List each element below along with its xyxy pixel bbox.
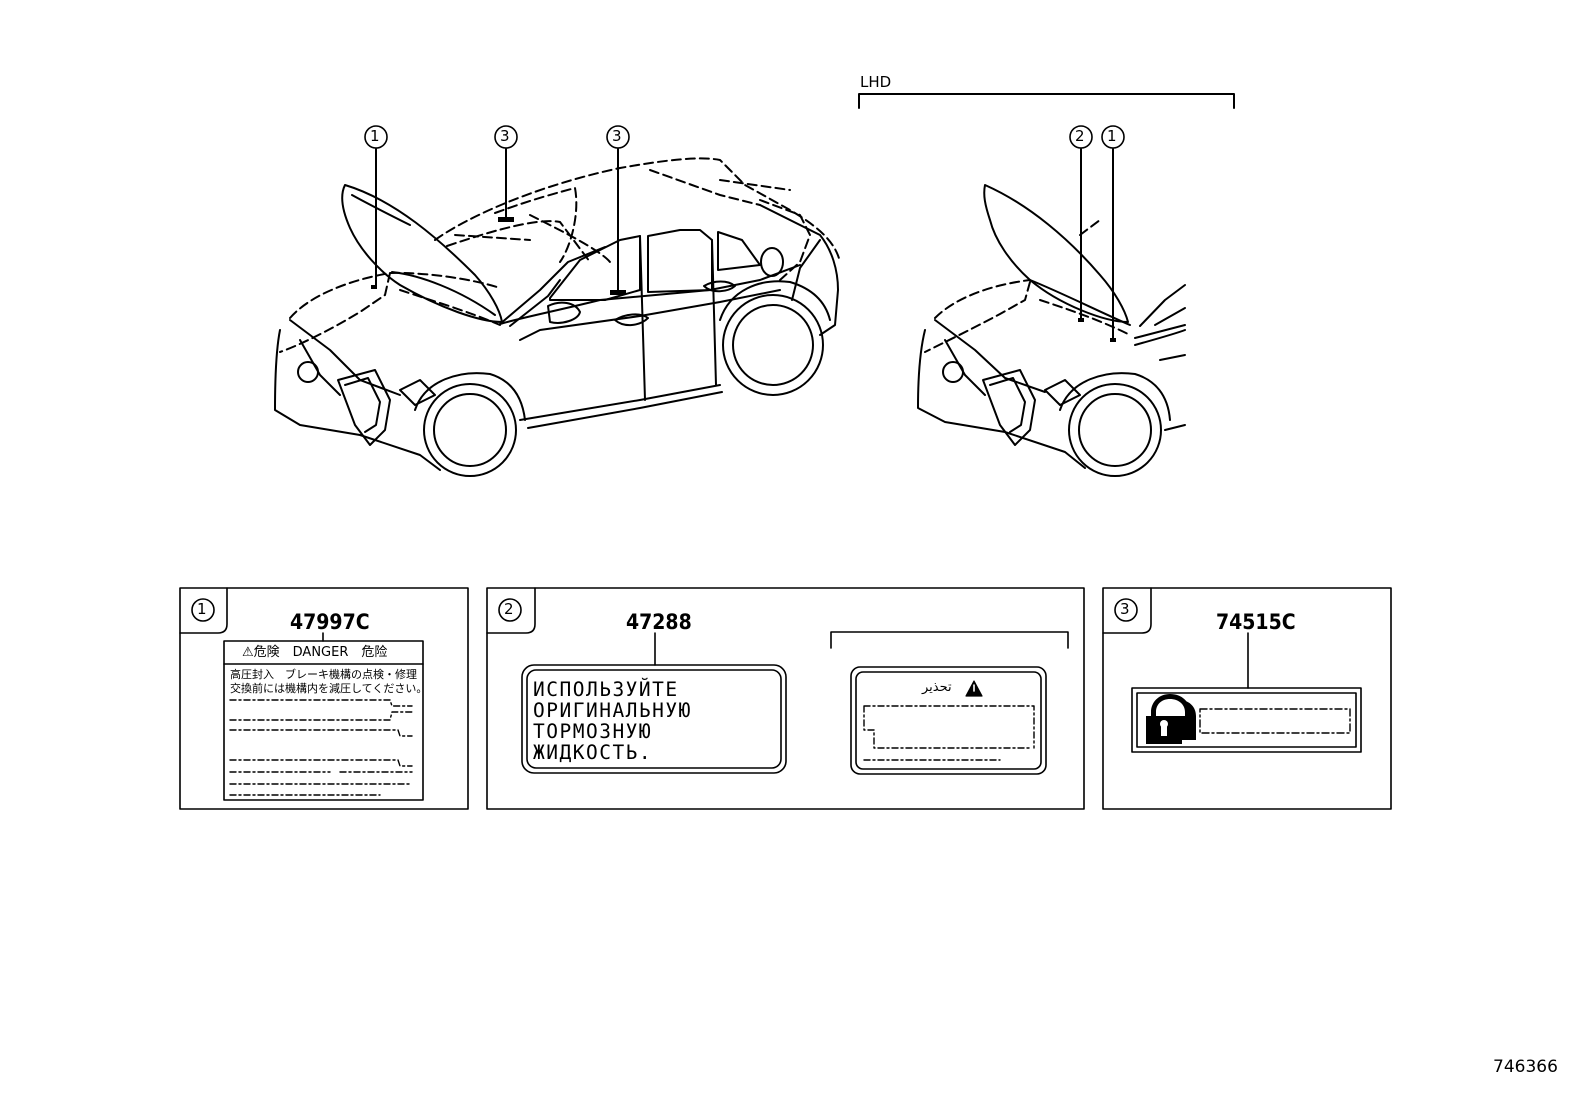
- arabic-warning-header: تحذير: [922, 680, 952, 695]
- part-number-47997c: 47997C: [290, 610, 370, 634]
- callout-1-main: 1: [370, 127, 380, 145]
- panel-1-callout: 1: [197, 600, 207, 618]
- callout-circles: [364, 125, 1125, 149]
- danger-label-line-1: 高圧封入 ブレーキ機構の点検・修理: [230, 668, 417, 681]
- part-number-47288: 47288: [626, 610, 692, 634]
- callout-3-door: 3: [612, 127, 622, 145]
- danger-label-header: ⚠危険 DANGER 危险: [242, 645, 388, 660]
- part-number-74515c: 74515C: [1216, 610, 1296, 634]
- brake-fluid-label-line-2: ОРИГИНАЛЬНУЮ: [533, 699, 692, 722]
- label-47288-drawing: [521, 631, 1069, 775]
- brake-fluid-label-line-3: ТОРМОЗНУЮ: [533, 720, 653, 743]
- danger-label-line-2: 交換前には機構内を減圧してください。: [230, 682, 428, 695]
- vehicle-full-view: [274, 157, 841, 477]
- brake-fluid-label-line-4: ЖИДКОСТЬ.: [533, 741, 653, 764]
- callout-1-lhd: 1: [1107, 127, 1117, 145]
- label-74515c-drawing: [1131, 632, 1362, 753]
- label-47997c-drawing: [223, 632, 424, 801]
- callout-leaders-lhd: [1080, 148, 1114, 339]
- brake-fluid-label-line-1: ИСПОЛЬЗУЙТЕ: [533, 678, 679, 701]
- callout-3-roof: 3: [500, 127, 510, 145]
- vehicle-lhd-view: [917, 184, 1186, 477]
- panel-frames: [179, 587, 1392, 810]
- lhd-bracket: [858, 93, 1235, 109]
- panel-2-callout: 2: [504, 600, 514, 618]
- diagram-id: 746366: [1493, 1057, 1558, 1077]
- panel-3-callout: 3: [1120, 600, 1130, 618]
- callout-leaders-main: [375, 148, 619, 291]
- child-lock-icon: [1146, 694, 1196, 744]
- lhd-label: LHD: [860, 73, 892, 91]
- callout-2-lhd: 2: [1075, 127, 1085, 145]
